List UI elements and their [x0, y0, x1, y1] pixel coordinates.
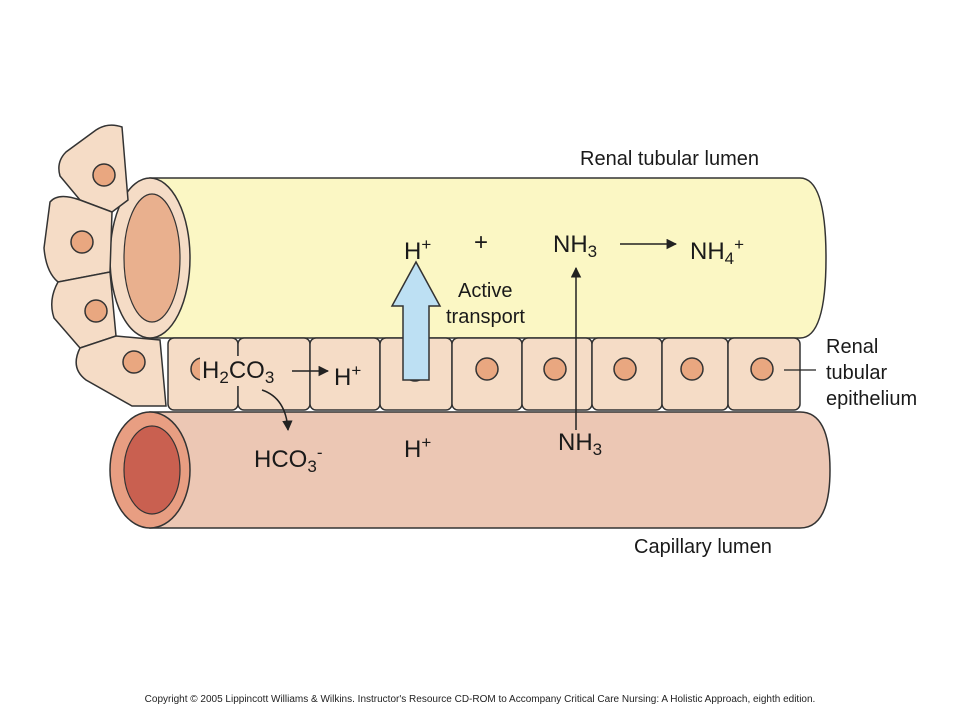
- nucleus: [122, 350, 146, 374]
- side-epithelial-cells: [43, 124, 167, 407]
- nucleus: [750, 357, 774, 381]
- capillary-nh3: NH3: [558, 429, 603, 460]
- lumen-plus-sign: +: [474, 229, 489, 256]
- nucleus: [475, 357, 499, 381]
- capillary-h-ion: H+: [404, 433, 432, 463]
- epithelium-label-line2: tubular: [826, 362, 888, 384]
- capillary-lumen-label: Capillary lumen: [634, 536, 772, 558]
- h2co3-to-hco3-arrow: [261, 389, 293, 432]
- epithelium-label-line1: Renal: [826, 336, 879, 358]
- lumen-nh3: NH3: [553, 231, 598, 262]
- nucleus: [543, 357, 567, 381]
- lumen-h-ion: H+: [404, 235, 432, 265]
- nucleus: [92, 163, 116, 187]
- nucleus: [84, 299, 108, 323]
- active-transport-arrow: [390, 260, 442, 381]
- capillary-end-inner: [123, 425, 181, 515]
- side-cell: [75, 335, 167, 407]
- nucleus: [613, 357, 637, 381]
- lumen-nh4-ion: NH4+: [690, 235, 745, 268]
- epithelium-h-ion: H+: [334, 361, 362, 391]
- copyright-notice: Copyright © 2005 Lippincott Williams & W…: [144, 694, 816, 705]
- side-cell: [58, 124, 129, 213]
- tubule-end-inner: [123, 193, 181, 323]
- renal-tubular-lumen-label: Renal tubular lumen: [580, 148, 759, 170]
- active-transport-label-line2: transport: [446, 306, 525, 328]
- nucleus: [680, 357, 704, 381]
- epithelium-label-line3: epithelium: [826, 388, 918, 410]
- capillary-tube: [109, 411, 831, 529]
- nucleus: [70, 230, 94, 254]
- active-transport-label-line1: Active: [458, 280, 513, 302]
- renal-tubule: [109, 177, 827, 339]
- capillary-hco3-ion: HCO3-: [254, 443, 323, 476]
- epithelium-h2co3: H2CO3: [202, 357, 275, 388]
